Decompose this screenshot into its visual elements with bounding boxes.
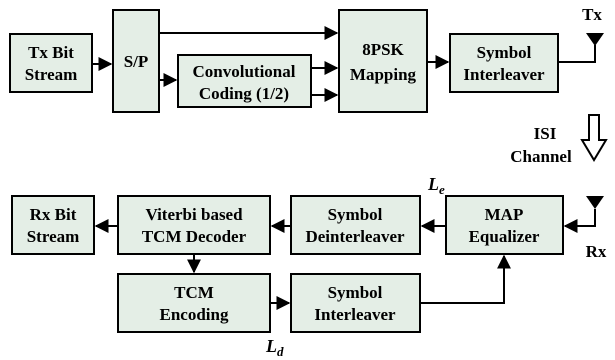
- ld-main: L: [265, 336, 277, 356]
- isi-line1: ISI: [534, 124, 557, 143]
- arrow-antenna-to-map: [563, 209, 596, 233]
- viterbi-decoder-block: Viterbi based TCM Decoder: [117, 195, 271, 255]
- rx-interleaver-line1: Symbol: [328, 283, 383, 302]
- tx-bit-stream-line1: Tx Bit: [28, 43, 74, 62]
- tx-interleaver-line1: Symbol: [477, 43, 532, 62]
- le-label: L e: [427, 174, 445, 197]
- psk-line2: Mapping: [350, 65, 417, 84]
- conv-line1: Convolutional: [193, 62, 296, 81]
- rx-antenna-icon: [586, 196, 604, 209]
- tcm-enc-line1: TCM: [174, 283, 214, 302]
- tx-antenna-feed: [558, 45, 596, 63]
- rx-interleaver-line2: Interleaver: [314, 305, 396, 324]
- tx-label: Tx: [582, 5, 602, 24]
- ld-label: L d: [265, 336, 284, 359]
- channel-down-arrow-icon: [580, 114, 608, 162]
- viterbi-line2: TCM Decoder: [142, 227, 247, 246]
- sp-label: S/P: [124, 52, 149, 71]
- tx-bit-stream-line2: Stream: [25, 65, 78, 84]
- 8psk-mapping-block: 8PSK Mapping: [338, 9, 428, 113]
- tx-symbol-interleaver-block: Symbol Interleaver: [449, 33, 559, 93]
- tx-interleaver-line2: Interleaver: [463, 65, 545, 84]
- arrow-interleaver-to-map: [420, 254, 511, 304]
- sp-block: S/P: [112, 9, 160, 113]
- rx-bit-stream-line1: Rx Bit: [30, 205, 77, 224]
- tx-bit-stream-block: Tx Bit Stream: [9, 33, 93, 93]
- ld-sub: d: [277, 344, 284, 359]
- conv-line2: Coding (1/2): [199, 84, 289, 103]
- le-main: L: [427, 174, 439, 194]
- rx-bit-stream-line2: Stream: [27, 227, 80, 246]
- tcm-enc-line2: Encoding: [160, 305, 229, 324]
- rx-symbol-interleaver-block: Symbol Interleaver: [290, 273, 421, 333]
- rx-bit-stream-block: Rx Bit Stream: [11, 195, 95, 255]
- map-eq-line2: Equalizer: [469, 227, 540, 246]
- tcm-encoding-block: TCM Encoding: [117, 273, 271, 333]
- tx-antenna-icon: [586, 33, 604, 46]
- map-eq-line1: MAP: [485, 205, 524, 224]
- le-sub: e: [439, 182, 445, 197]
- convolutional-coding-block: Convolutional Coding (1/2): [177, 54, 312, 108]
- rx-label: Rx: [586, 242, 607, 261]
- symbol-deinterleaver-block: Symbol Deinterleaver: [290, 195, 421, 255]
- map-equalizer-block: MAP Equalizer: [445, 195, 564, 255]
- deinterleaver-line2: Deinterleaver: [305, 227, 405, 246]
- deinterleaver-line1: Symbol: [328, 205, 383, 224]
- viterbi-line1: Viterbi based: [145, 205, 243, 224]
- psk-line1: 8PSK: [362, 40, 404, 59]
- isi-line2: Channel: [510, 147, 572, 166]
